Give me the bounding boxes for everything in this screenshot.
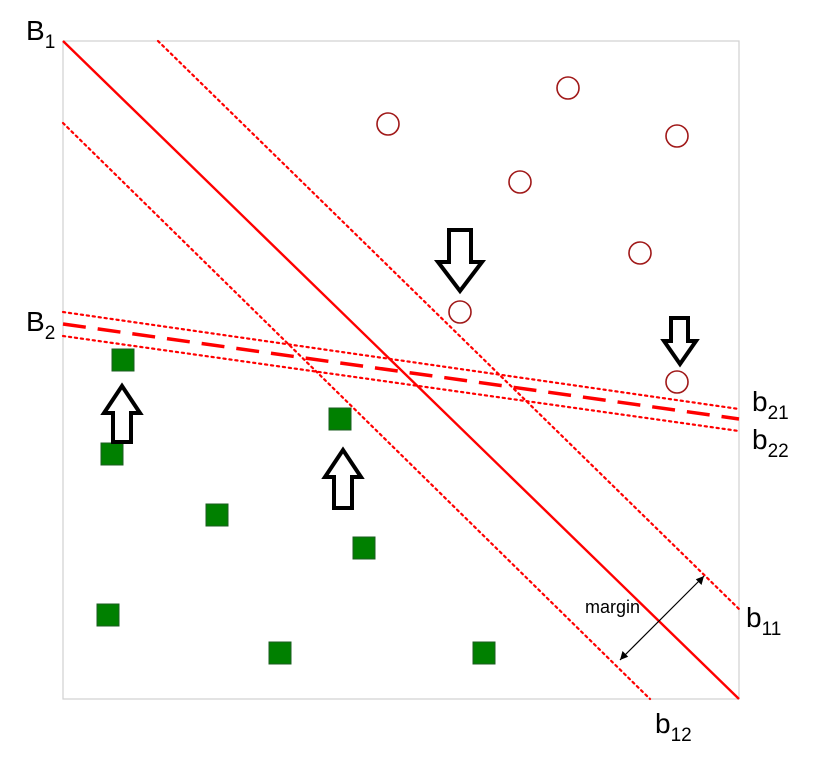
up-arrow-icon <box>321 446 365 510</box>
data-point-square <box>472 641 496 665</box>
margin-line-b11 <box>156 39 741 611</box>
support-vector-square <box>111 348 135 372</box>
label-margin: margin <box>585 597 640 617</box>
margin-line-b12 <box>61 121 652 701</box>
margin-arrowhead-icon <box>695 576 704 585</box>
support-vector-circle <box>665 370 689 394</box>
margin-arrowhead-icon <box>620 651 629 660</box>
class-circles <box>376 76 689 394</box>
data-point-circle <box>665 124 689 148</box>
class-squares <box>96 348 496 665</box>
support-vector-square <box>328 407 352 431</box>
decision-boundary-B2 <box>62 322 740 421</box>
label-b12: b12 <box>655 708 692 746</box>
label-B1: B1 <box>26 15 55 53</box>
data-point-circle <box>376 112 400 136</box>
margin-line-b21 <box>61 310 741 411</box>
label-B2: B2 <box>26 306 55 344</box>
label-b22: b22 <box>752 424 789 462</box>
data-point-square <box>268 641 292 665</box>
down-arrow-icon <box>660 316 700 368</box>
margin-arrow-shaft <box>619 575 705 661</box>
data-point-circle <box>628 241 652 265</box>
data-point-square <box>100 442 124 466</box>
margin-line-b22 <box>61 334 741 433</box>
data-point-circle <box>508 170 532 194</box>
decision-boundary-B1 <box>62 40 740 700</box>
data-point-square <box>96 603 120 627</box>
data-point-square <box>205 503 229 527</box>
data-point-circle <box>556 76 580 100</box>
plot-frame <box>62 40 740 700</box>
down-arrow-icon <box>433 228 487 295</box>
label-b11: b11 <box>746 602 781 640</box>
up-arrow-icon <box>100 382 144 444</box>
margin-arrow <box>619 575 705 661</box>
support-vector-circle <box>448 300 472 324</box>
support-vector-arrows <box>100 228 700 510</box>
label-b21: b21 <box>752 386 789 424</box>
data-point-square <box>352 536 376 560</box>
